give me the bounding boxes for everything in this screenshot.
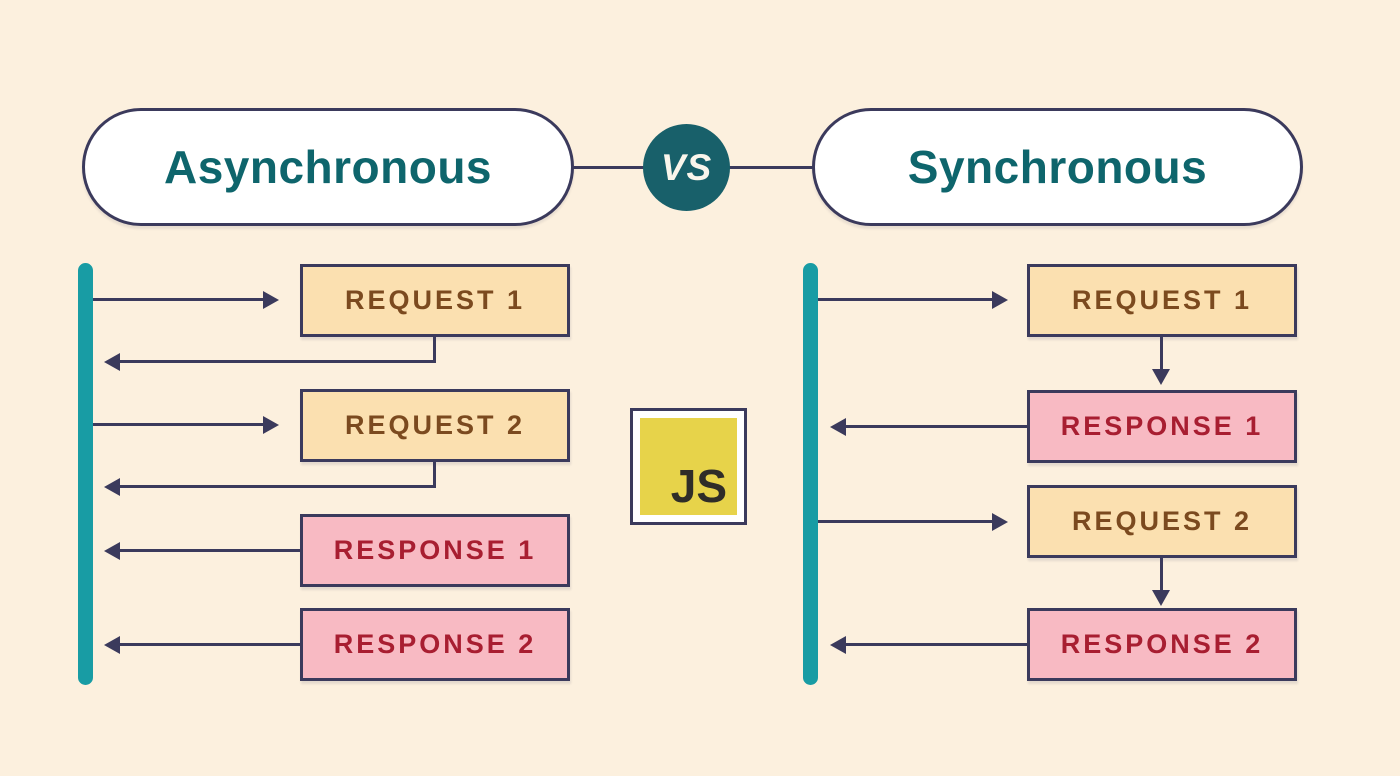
sync-timeline-bar (803, 263, 818, 685)
async-title: Asynchronous (163, 141, 493, 193)
javascript-logo-square: JS (640, 418, 737, 515)
async-response-2-label: RESPONSE 2 (333, 629, 537, 659)
sync-response-2-label: RESPONSE 2 (1060, 629, 1264, 659)
sync-request-2-label: REQUEST 2 (1071, 506, 1253, 536)
async-request-2-label: REQUEST 2 (344, 410, 526, 440)
sync-request-1-label: REQUEST 1 (1071, 285, 1253, 315)
sync-response-1-box: RESPONSE 1 (1027, 390, 1297, 463)
sync-title: Synchronous (907, 141, 1208, 193)
async-response-1-label: RESPONSE 1 (333, 535, 537, 565)
async-timeline-bar (78, 263, 93, 685)
vs-badge: VS (643, 124, 730, 211)
async-response-2-box: RESPONSE 2 (300, 608, 570, 681)
sync-request-1-box: REQUEST 1 (1027, 264, 1297, 337)
async-response-1-box: RESPONSE 1 (300, 514, 570, 587)
sync-response-1-label: RESPONSE 1 (1060, 411, 1264, 441)
javascript-logo-text: JS (670, 460, 727, 512)
sync-response-2-box: RESPONSE 2 (1027, 608, 1297, 681)
async-request-1-label: REQUEST 1 (344, 285, 526, 315)
vs-label: VS (660, 146, 713, 188)
sync-request-2-box: REQUEST 2 (1027, 485, 1297, 558)
async-header-pill: Asynchronous (82, 108, 574, 226)
async-request-2-box: REQUEST 2 (300, 389, 570, 462)
async-request-1-box: REQUEST 1 (300, 264, 570, 337)
sync-header-pill: Synchronous (812, 108, 1303, 226)
javascript-logo-icon: JS (630, 408, 747, 525)
